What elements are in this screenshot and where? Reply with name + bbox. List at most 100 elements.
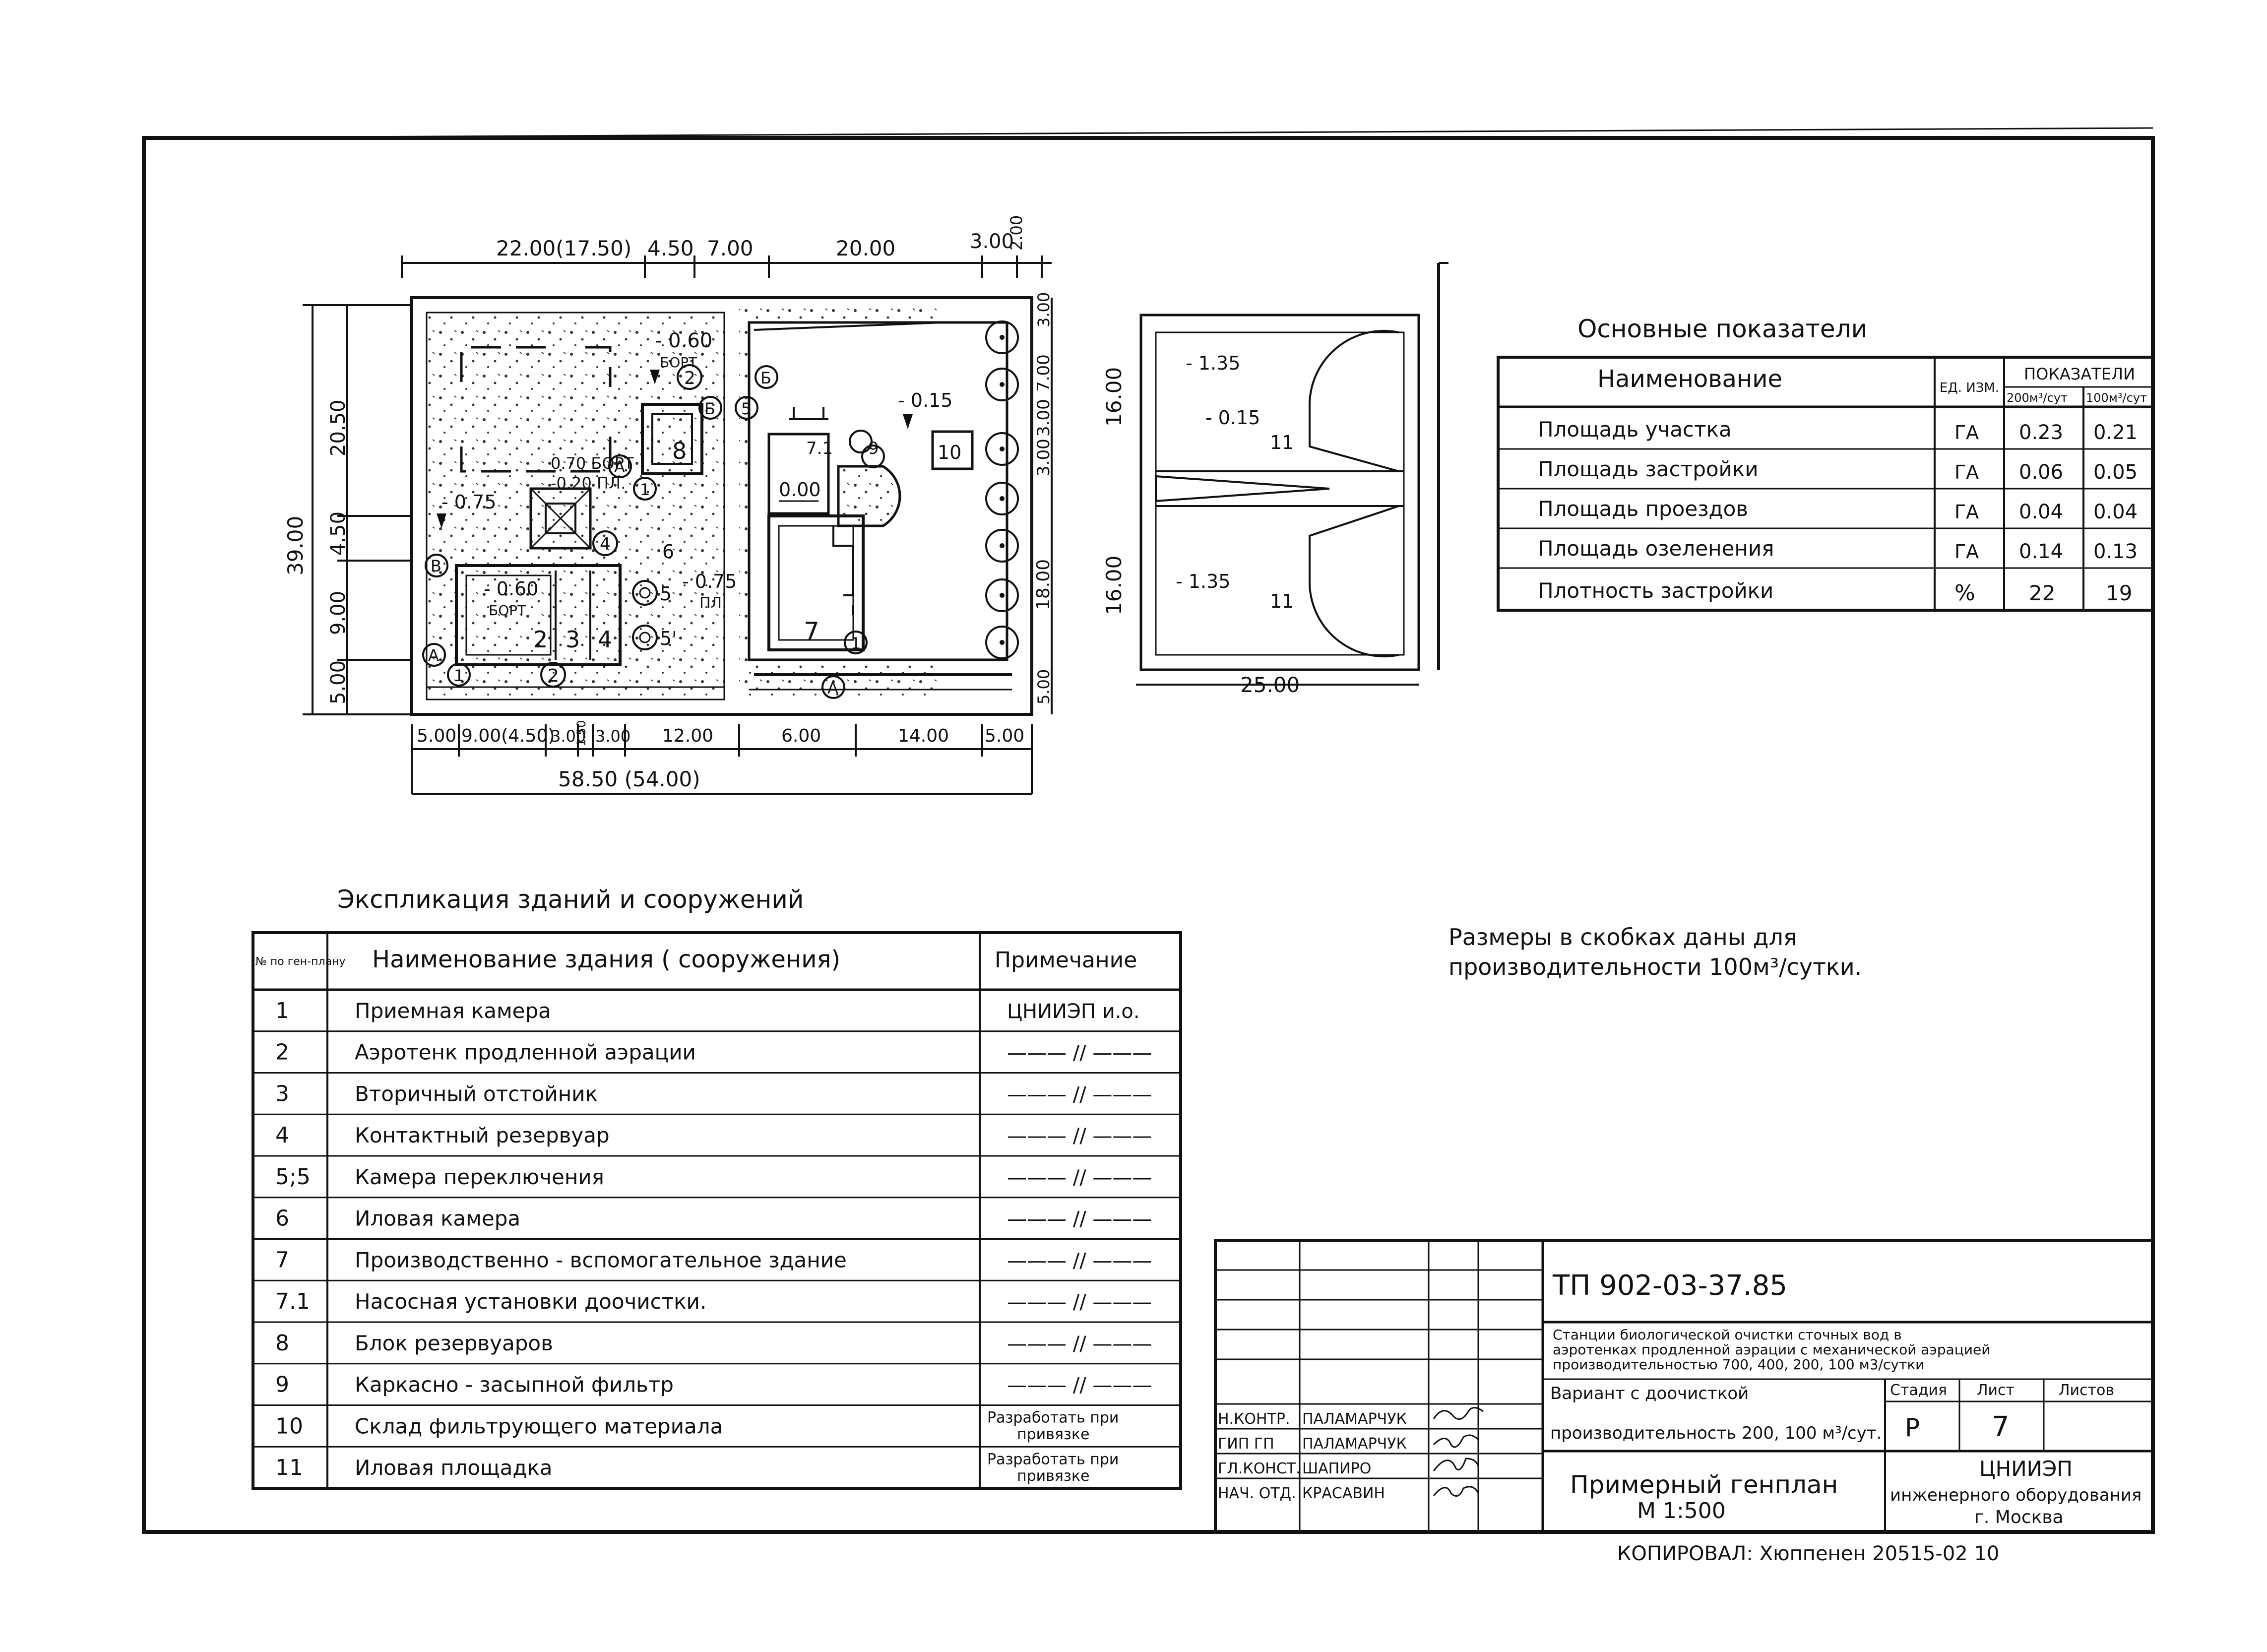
sludge-el-bottom: - 1.35: [1176, 571, 1230, 592]
num-7: 7: [804, 617, 819, 646]
table-row-name: Вторичный отстойник: [355, 1081, 598, 1106]
table-row-note: ——— // ———: [1007, 1208, 1152, 1231]
tb-name-3: ШАПИРО: [1302, 1460, 1371, 1477]
tb-sheet-header: Лист: [1977, 1382, 2015, 1399]
ind-row-5-100: 19: [2106, 581, 2132, 605]
ind-row-4-100: 0.13: [2093, 540, 2138, 563]
ind-head-values: ПОКАЗАТЕЛИ: [2024, 365, 2135, 383]
elev-4: - 0.75: [441, 491, 496, 513]
table-row-num: 3: [275, 1081, 289, 1106]
ind-row-2-200: 0.06: [2019, 461, 2063, 484]
right-dim-6: 5.00: [1034, 669, 1053, 704]
ind-row-4-200: 0.14: [2019, 540, 2063, 563]
table-row-note: Разработать при: [987, 1451, 1119, 1468]
signatures: [1433, 1407, 1484, 1497]
table-row-note: ——— // ———: [1007, 1083, 1152, 1106]
hedge-row: [985, 320, 1019, 659]
table-row-note: ——— // ———: [1007, 1291, 1152, 1314]
table-row-num: 10: [275, 1413, 303, 1439]
table-row-num: 4: [275, 1123, 289, 1148]
top-dim-6: 2.00: [1007, 215, 1026, 251]
elev-7: - 0.15: [898, 389, 952, 411]
tb-org-1: ЦНИИЭП: [1979, 1457, 2073, 1481]
num-10: 10: [938, 442, 961, 463]
bottom-dim-2: 9.00(4.50): [461, 726, 555, 746]
table-row-note: ——— // ———: [1007, 1166, 1152, 1189]
table-row-note: ——— // ———: [1007, 1042, 1152, 1065]
right-dim-4: 3.00: [1034, 439, 1054, 476]
total-height: 39.00: [283, 516, 308, 575]
bottom-dim-5: 3.00: [595, 727, 630, 746]
dimension-note: Размеры в скобках даны для производитель…: [1448, 924, 1862, 980]
left-dim-2: 4.50: [327, 511, 350, 556]
num-4: 4: [598, 626, 612, 653]
ind-row-4-unit: ГА: [1954, 541, 1979, 563]
expl-head-note: Примечание: [995, 948, 1137, 973]
sludge-label-bottom: 11: [1270, 590, 1294, 612]
tb-drawing-2: М 1:500: [1637, 1498, 1726, 1524]
bottom-dim-7: 6.00: [781, 726, 821, 746]
indicators-table: Основные показатели Наименование ЕД. ИЗМ…: [1497, 315, 2154, 612]
note-line-1: Размеры в скобках даны для: [1448, 924, 1797, 951]
table-row-note: ——— // ———: [1007, 1249, 1152, 1272]
left-dim-3: 9.00: [327, 591, 350, 635]
ind-row-3-name: Площадь проездов: [1538, 497, 1748, 521]
num-5: 5: [660, 583, 672, 605]
table-row-name: Аэротенк продленной аэрации: [355, 1040, 696, 1065]
tb-desc-1: Станции биологической очистки сточных во…: [1553, 1327, 1902, 1343]
top-dim-4: 20.00: [836, 236, 895, 260]
tb-role-3: ГЛ.КОНСТ.: [1218, 1460, 1301, 1477]
table-row-name: Контактный резервуар: [355, 1123, 610, 1147]
ind-row-1-name: Площадь участка: [1538, 417, 1732, 442]
tb-variant-1: Вариант с доочисткой: [1550, 1384, 1749, 1403]
num-6: 6: [662, 541, 674, 563]
title-block: ТП 902-03-37.85 Станции биологической оч…: [1214, 1239, 2154, 1533]
ind-row-5-name: Плотность застройки: [1538, 578, 1773, 603]
table-row-name: Блок резервуаров: [355, 1331, 553, 1355]
tb-desc-3: производительностью 700, 400, 200, 100 м…: [1553, 1356, 1924, 1373]
table-row-note: ЦНИИЭП и.о.: [1007, 1000, 1140, 1023]
expl-head-num: № по ген-плану: [255, 955, 345, 968]
axis-b-right: Б: [760, 369, 771, 387]
table-row-num: 9: [275, 1372, 289, 1398]
tb-name-2: ПАЛАМАРЧУК: [1302, 1435, 1407, 1453]
total-width: 58.50 (54.00): [558, 767, 700, 791]
table-row-note: привязке: [1017, 1426, 1089, 1443]
note-line-2: производительности 100м³/сутки.: [1448, 953, 1862, 980]
tb-role-2: ГИП ГП: [1218, 1435, 1274, 1453]
tb-org-2: инженерного оборудования: [1890, 1485, 2141, 1505]
tb-sheets-header: Листов: [2059, 1382, 2114, 1399]
sludge-dim-width: 25.00: [1240, 673, 1300, 697]
elev-6: - 0.75: [682, 571, 737, 592]
tb-name-1: ПАЛАМАРЧУК: [1302, 1410, 1407, 1428]
table-row-num: 1: [275, 998, 289, 1023]
ind-row-2-unit: ГА: [1954, 461, 1979, 483]
elev-6b: ПЛ.: [699, 594, 727, 612]
bottom-dim-4: 1.50: [574, 720, 588, 747]
num-5b: 5': [660, 628, 677, 649]
sludge-el-top: - 1.35: [1186, 352, 1240, 374]
indicators-title: Основные показатели: [1577, 315, 1867, 343]
bottom-dim-6: 12.00: [662, 726, 713, 746]
elev-5b: БОРТ: [489, 602, 526, 619]
table-row-note: ——— // ———: [1007, 1125, 1152, 1147]
elev-2: 0.70 БОРТ: [551, 454, 634, 473]
tb-sheet: 7: [1992, 1411, 2010, 1443]
copied-by: КОПИРОВАЛ: Хюппенен 20515-02 10: [1617, 1542, 1999, 1565]
sludge-dim-top: 16.00: [1102, 367, 1126, 427]
explication-table: Экспликация зданий и сооружений № по ген…: [252, 885, 1182, 1490]
ind-row-5-200: 22: [2029, 581, 2055, 605]
table-row-name: Иловая площадка: [355, 1456, 553, 1480]
right-dim-5: 18.00: [1033, 559, 1054, 610]
tb-desc-2: аэротенках продленной аэрации с механиче…: [1553, 1341, 1990, 1358]
ind-row-2-100: 0.05: [2093, 461, 2138, 484]
ind-row-3-unit: ГА: [1954, 501, 1979, 523]
num-9: 9: [868, 439, 879, 458]
elev-8: 0.00: [779, 479, 821, 501]
tb-name-4: КРАСАВИН: [1302, 1485, 1385, 1502]
ind-row-1-unit: ГА: [1954, 422, 1979, 444]
ind-row-3-100: 0.04: [2093, 501, 2138, 523]
right-dim-2: 7.00: [1034, 354, 1054, 392]
axis-bubbles: 2 Б А 1 4 В А 1 2 5 Б 1 А: [422, 364, 868, 699]
expl-head-name: Наименование здания ( сооружения): [372, 946, 840, 973]
